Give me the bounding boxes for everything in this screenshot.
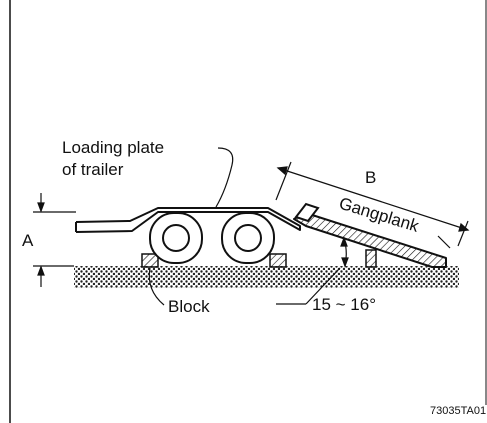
block-left [141,253,159,268]
loading-plate-leader [215,147,234,208]
gangplank-support-block [365,249,377,268]
dimension-b-marker [275,161,470,247]
label-dimension-b: B [365,168,376,187]
wheel-right [221,212,275,264]
label-loading-plate-line1: Loading plate [62,138,164,157]
dimension-a-marker [33,193,76,287]
ground [74,266,459,288]
label-dimension-a: A [22,231,34,250]
figure-code: 73035TA01 [430,405,486,417]
block-right [269,253,287,268]
label-loading-plate-line2: of trailer [62,160,124,179]
block-leader [148,267,165,306]
wheel-left [149,212,203,264]
loading-plate [75,207,301,233]
angle-indicator [276,236,349,305]
gangplank [293,202,447,268]
label-angle: 15 ~ 16° [312,295,376,314]
label-block: Block [168,297,210,316]
